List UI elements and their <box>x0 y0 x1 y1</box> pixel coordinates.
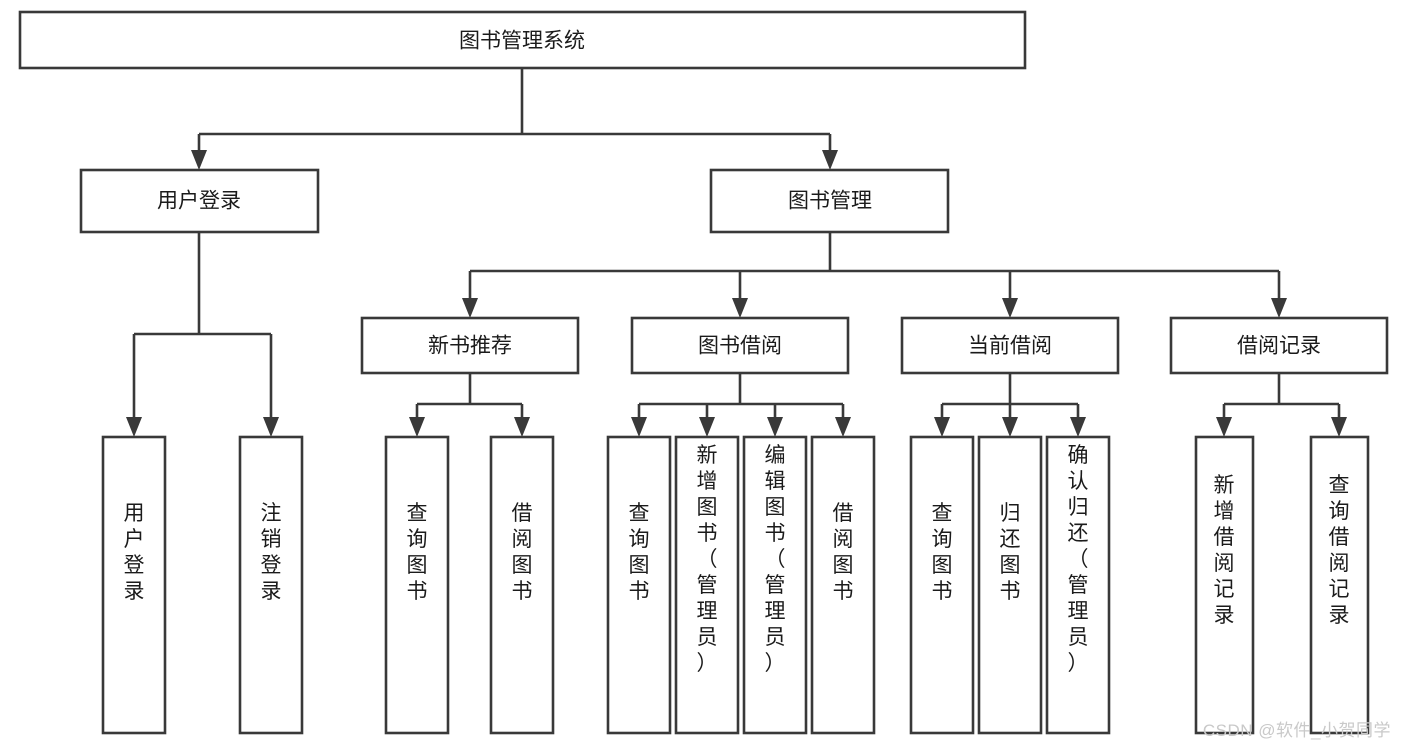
node-leaf-confirm-return[interactable]: 确认归还（管理员） <box>1045 435 1111 735</box>
node-user-login-box[interactable] <box>79 168 320 234</box>
node-leaf-query-book-2[interactable]: 查询图书 <box>606 435 672 735</box>
node-book-borrow-label: 图书借阅 <box>698 335 782 358</box>
node-leaf-return-book[interactable]: 归还图书 <box>977 435 1043 735</box>
node-leaf-confirm-return-box[interactable] <box>1045 435 1111 735</box>
node-leaf-query-book-1-label: 查询图书 <box>407 502 428 603</box>
arrow-head-leaf-return-book <box>1002 417 1018 437</box>
node-leaf-user-logout-box[interactable] <box>238 435 304 735</box>
node-leaf-query-record[interactable]: 查询借阅记录 <box>1309 435 1370 735</box>
node-current-borrow[interactable]: 当前借阅 <box>900 316 1120 375</box>
arrow-head-leaf-borrow-book-2 <box>835 417 851 437</box>
arrow-head-current-borrow <box>1002 298 1018 318</box>
arrow-head-book-borrow <box>732 298 748 318</box>
node-leaf-borrow-book-2-label: 借阅图书 <box>833 502 854 603</box>
node-leaf-query-record-label: 查询借阅记录 <box>1329 474 1350 627</box>
arrow-head-leaf-add-record <box>1216 417 1232 437</box>
node-leaf-user-login-box[interactable] <box>101 435 167 735</box>
node-leaf-borrow-book-1-box[interactable] <box>489 435 555 735</box>
arrow-head-leaf-edit-book <box>767 417 783 437</box>
node-user-login[interactable]: 用户登录 <box>79 168 320 234</box>
node-leaf-borrow-book-1-label: 借阅图书 <box>512 502 533 603</box>
node-leaf-query-record-box[interactable] <box>1309 435 1370 735</box>
node-leaf-return-book-box[interactable] <box>977 435 1043 735</box>
node-user-login-label: 用户登录 <box>157 190 241 213</box>
node-leaf-borrow-book-2[interactable]: 借阅图书 <box>810 435 876 735</box>
node-borrow-record[interactable]: 借阅记录 <box>1169 316 1389 375</box>
arrow-head-leaf-confirm-return <box>1070 417 1086 437</box>
node-leaf-add-record-box[interactable] <box>1194 435 1255 735</box>
node-leaf-user-login[interactable]: 用户登录 <box>101 435 167 735</box>
node-leaf-add-record[interactable]: 新增借阅记录 <box>1194 435 1255 735</box>
arrow-head-user-login <box>191 150 207 170</box>
node-leaf-add-book[interactable]: 新增图书（管理员） <box>674 435 740 735</box>
node-leaf-query-book-1-box[interactable] <box>384 435 450 735</box>
arrow-head-leaf-query-book-3 <box>934 417 950 437</box>
arrow-head-leaf-query-book-1 <box>409 417 425 437</box>
node-leaf-confirm-return-label: 确认归还（管理员） <box>1068 444 1089 675</box>
node-root[interactable]: 图书管理系统 <box>18 10 1027 70</box>
node-leaf-add-book-label: 新增图书（管理员） <box>697 444 718 675</box>
node-book-borrow-box[interactable] <box>630 316 850 375</box>
node-new-book-recommend[interactable]: 新书推荐 <box>360 316 580 375</box>
node-leaf-edit-book[interactable]: 编辑图书（管理员） <box>742 435 808 735</box>
node-book-borrow[interactable]: 图书借阅 <box>630 316 850 375</box>
arrow-head-leaf-query-book-2 <box>631 417 647 437</box>
arrow-head-leaf-query-record <box>1331 417 1347 437</box>
node-leaf-user-logout[interactable]: 注销登录 <box>238 435 304 735</box>
node-borrow-record-label: 借阅记录 <box>1237 335 1321 358</box>
arrow-head-book-manage <box>822 150 838 170</box>
arrow-head-borrow-record <box>1271 298 1287 318</box>
connector-layer <box>126 68 1347 437</box>
node-leaf-add-record-label: 新增借阅记录 <box>1214 474 1235 627</box>
node-new-book-recommend-label: 新书推荐 <box>428 335 512 358</box>
node-leaf-edit-book-label: 编辑图书（管理员） <box>765 444 786 675</box>
node-root-box[interactable] <box>18 10 1027 70</box>
arrow-head-leaf-add-book <box>699 417 715 437</box>
node-book-manage-label: 图书管理 <box>788 190 872 213</box>
node-leaf-query-book-3[interactable]: 查询图书 <box>909 435 975 735</box>
node-leaf-borrow-book-2-box[interactable] <box>810 435 876 735</box>
node-borrow-record-box[interactable] <box>1169 316 1389 375</box>
arrow-head-leaf-user-login <box>126 417 142 437</box>
node-leaf-query-book-1[interactable]: 查询图书 <box>384 435 450 735</box>
node-leaf-query-book-3-box[interactable] <box>909 435 975 735</box>
arrow-head-leaf-borrow-book-1 <box>514 417 530 437</box>
node-leaf-user-logout-label: 注销登录 <box>261 502 282 603</box>
node-book-manage[interactable]: 图书管理 <box>709 168 950 234</box>
node-leaf-borrow-book-1[interactable]: 借阅图书 <box>489 435 555 735</box>
node-current-borrow-box[interactable] <box>900 316 1120 375</box>
node-leaf-add-book-box[interactable] <box>674 435 740 735</box>
node-leaf-user-login-label: 用户登录 <box>124 502 145 603</box>
node-leaf-query-book-2-box[interactable] <box>606 435 672 735</box>
node-leaf-query-book-2-label: 查询图书 <box>629 502 650 603</box>
node-leaf-return-book-label: 归还图书 <box>1000 502 1021 603</box>
node-leaf-query-book-3-label: 查询图书 <box>932 502 953 603</box>
arrow-head-leaf-user-logout <box>263 417 279 437</box>
csdn-watermark: CSDN @软件_小贺同学 <box>1202 721 1391 740</box>
node-current-borrow-label: 当前借阅 <box>968 335 1052 358</box>
arrow-head-new-book-recommend <box>462 298 478 318</box>
node-book-manage-box[interactable] <box>709 168 950 234</box>
node-new-book-recommend-box[interactable] <box>360 316 580 375</box>
node-root-label: 图书管理系统 <box>459 30 585 53</box>
node-leaf-edit-book-box[interactable] <box>742 435 808 735</box>
